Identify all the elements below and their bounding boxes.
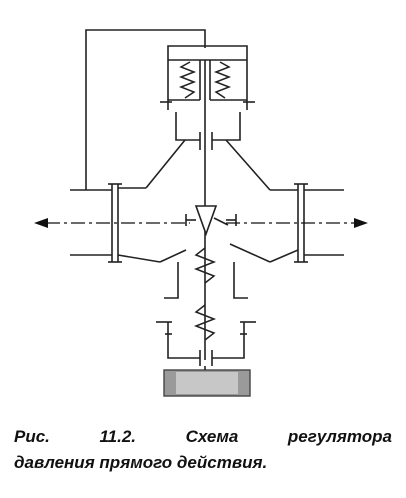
left-spring: [178, 61, 197, 99]
valve-body: [117, 139, 299, 263]
impulse-line: [85, 29, 206, 190]
lower-spring: [193, 247, 217, 341]
outlet-flow-arrow: [34, 218, 190, 228]
right-spring: [213, 61, 232, 99]
caption-line-1: Рис. 11.2. Схема регулятора: [14, 427, 392, 446]
inlet-flow-arrow: [226, 218, 368, 228]
pressure-regulator-diagram: [34, 29, 368, 397]
actuator-block: [163, 366, 251, 397]
caption-line-2: давления прямого действия.: [14, 453, 268, 472]
figure-caption: Рис. 11.2. Схема регулятора давления пря…: [14, 424, 392, 476]
upper-chamber: [175, 112, 241, 150]
lower-housing: [156, 262, 256, 366]
outlet-pipe: [70, 183, 122, 263]
spring-housing: [160, 45, 255, 110]
valve-plug: [194, 205, 218, 237]
